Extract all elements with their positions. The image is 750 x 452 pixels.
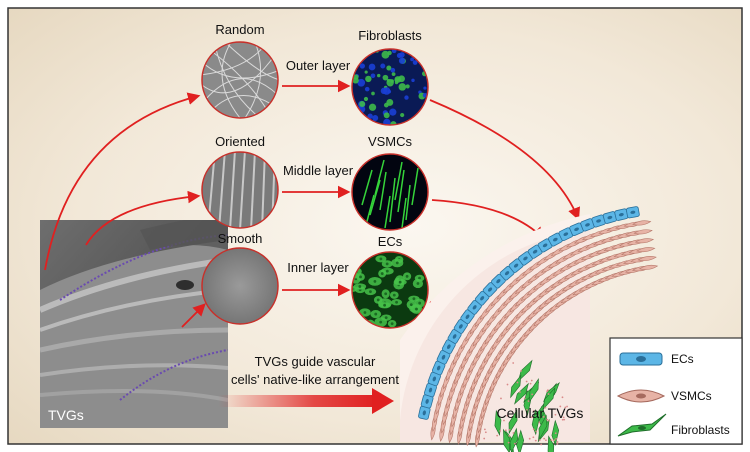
layer-label-inner: Inner layer	[287, 260, 349, 275]
legend: ECs VSMCs Fibroblasts	[610, 338, 742, 444]
sem-label: TVGs	[48, 407, 84, 423]
result-label: Cellular TVGs	[497, 405, 584, 421]
legend-label-ecs: ECs	[671, 352, 694, 366]
scaffold-random-image	[200, 42, 280, 118]
cell-label-fibroblasts: Fibroblasts	[358, 28, 422, 43]
layer-label-outer: Outer layer	[286, 58, 351, 73]
cell-label-ecs: ECs	[378, 234, 403, 249]
scaffold-label-random: Random	[215, 22, 264, 37]
guide-arrow-shaft	[218, 395, 378, 407]
sem-image: TVGs	[40, 215, 228, 428]
scaffold-label-oriented: Oriented	[215, 134, 265, 149]
scaffold-oriented-image	[202, 150, 278, 230]
legend-label-fibroblasts: Fibroblasts	[671, 423, 730, 437]
legend-label-vsmcs: VSMCs	[671, 389, 712, 403]
cell-label-vsmcs: VSMCs	[368, 134, 413, 149]
guide-text-line1: TVGs guide vascular	[255, 354, 376, 369]
scaffold-label-smooth: Smooth	[218, 231, 263, 246]
layer-label-middle: Middle layer	[283, 163, 354, 178]
guide-text-line2: cells' native-like arrangement	[231, 372, 399, 387]
cell-vsmcs-image	[352, 154, 428, 230]
scaffold-smooth-image	[202, 248, 278, 324]
endothelial-cell-icon	[620, 353, 662, 365]
